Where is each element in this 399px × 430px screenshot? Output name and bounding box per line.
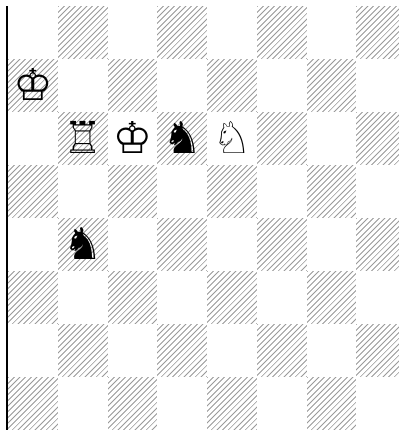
square-d1[interactable] [157,377,207,430]
square-a8[interactable] [8,6,58,59]
square-d6[interactable]: ♞ [157,112,207,165]
square-c6[interactable]: ♔ [108,112,158,165]
square-b6[interactable]: ♖ [58,112,108,165]
square-e1[interactable] [207,377,257,430]
square-d5[interactable] [157,165,207,218]
chess-board: ♔♖♔♞♘♞ [6,6,399,430]
square-e7[interactable] [207,59,257,112]
square-c8[interactable] [108,6,158,59]
white-king-piece[interactable]: ♔ [113,117,152,161]
square-c5[interactable] [108,165,158,218]
square-h8[interactable] [356,6,399,59]
square-b1[interactable] [58,377,108,430]
square-g2[interactable] [307,324,357,377]
square-g6[interactable] [307,112,357,165]
square-f4[interactable] [257,218,307,271]
square-f3[interactable] [257,271,307,324]
square-g3[interactable] [307,271,357,324]
square-h2[interactable] [356,324,399,377]
square-f7[interactable] [257,59,307,112]
square-e4[interactable] [207,218,257,271]
square-e2[interactable] [207,324,257,377]
square-c7[interactable] [108,59,158,112]
square-g8[interactable] [307,6,357,59]
black-knight-piece[interactable]: ♞ [63,223,102,267]
square-g5[interactable] [307,165,357,218]
square-f1[interactable] [257,377,307,430]
square-d8[interactable] [157,6,207,59]
square-h3[interactable] [356,271,399,324]
square-b3[interactable] [58,271,108,324]
square-d4[interactable] [157,218,207,271]
square-c3[interactable] [108,271,158,324]
white-rook-piece[interactable]: ♖ [63,117,102,161]
black-knight-piece[interactable]: ♞ [162,117,201,161]
square-a3[interactable] [8,271,58,324]
square-b8[interactable] [58,6,108,59]
square-f8[interactable] [257,6,307,59]
square-e5[interactable] [207,165,257,218]
square-e3[interactable] [207,271,257,324]
square-c2[interactable] [108,324,158,377]
square-a1[interactable] [8,377,58,430]
square-h7[interactable] [356,59,399,112]
square-b2[interactable] [58,324,108,377]
square-f6[interactable] [257,112,307,165]
square-c4[interactable] [108,218,158,271]
square-h1[interactable] [356,377,399,430]
square-b7[interactable] [58,59,108,112]
white-king-piece[interactable]: ♔ [13,64,52,108]
square-e6[interactable]: ♘ [207,112,257,165]
square-g4[interactable] [307,218,357,271]
square-h5[interactable] [356,165,399,218]
square-a2[interactable] [8,324,58,377]
square-a6[interactable] [8,112,58,165]
square-a4[interactable] [8,218,58,271]
square-d7[interactable] [157,59,207,112]
square-g1[interactable] [307,377,357,430]
square-a5[interactable] [8,165,58,218]
square-a7[interactable]: ♔ [8,59,58,112]
square-b4[interactable]: ♞ [58,218,108,271]
square-f5[interactable] [257,165,307,218]
square-h6[interactable] [356,112,399,165]
white-knight-piece[interactable]: ♘ [212,117,251,161]
square-h4[interactable] [356,218,399,271]
square-d2[interactable] [157,324,207,377]
square-f2[interactable] [257,324,307,377]
square-b5[interactable] [58,165,108,218]
square-e8[interactable] [207,6,257,59]
square-d3[interactable] [157,271,207,324]
square-g7[interactable] [307,59,357,112]
square-c1[interactable] [108,377,158,430]
